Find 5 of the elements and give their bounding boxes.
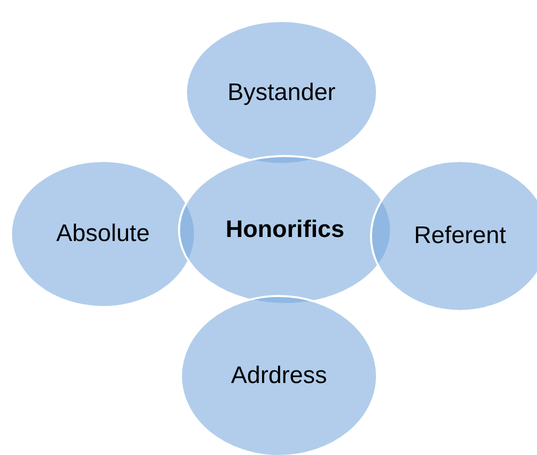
node-label: Referent bbox=[412, 222, 508, 250]
node-label: Honorifics bbox=[224, 216, 346, 244]
node-label: Absolute bbox=[55, 220, 151, 248]
node-label: Bystander bbox=[226, 78, 337, 106]
node-label: Adrdress bbox=[230, 362, 328, 390]
